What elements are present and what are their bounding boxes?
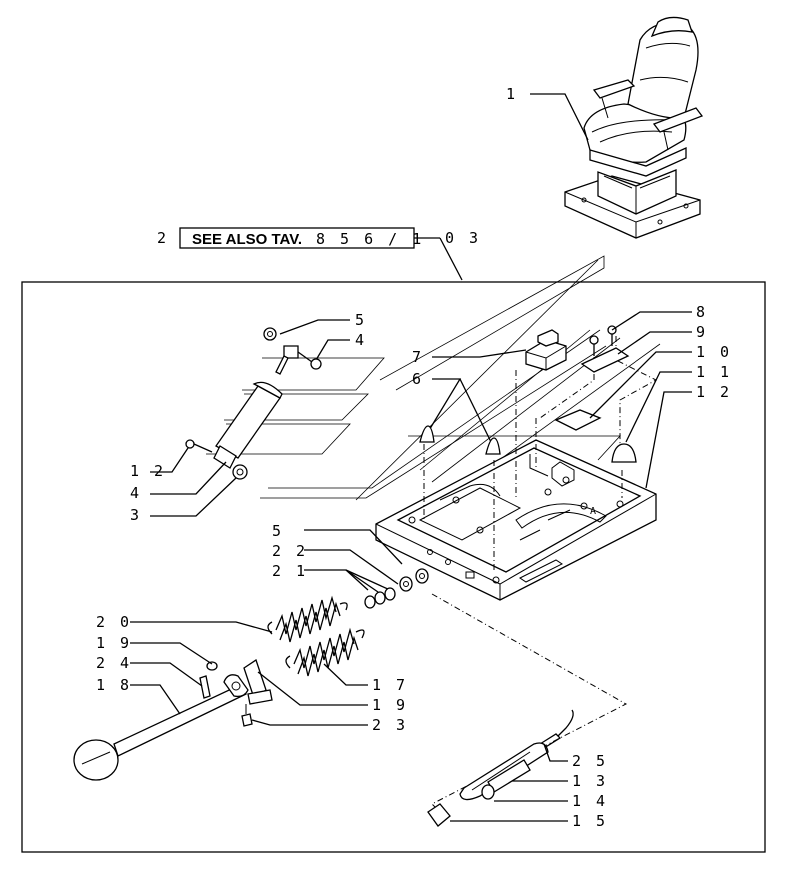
callout-15: 1 4 [572,792,608,810]
callout-10: 1 0 [696,343,732,361]
callout-19-bottom: 1 7 [372,676,408,694]
callout-4-left: 1 2 [130,462,166,480]
explode-guide-lines [206,255,661,501]
callout-6: 6 [412,370,424,388]
part-7-block [525,329,567,371]
plate-marking: A [590,506,596,517]
callout-24: 1 9 [96,634,132,652]
callout-4-top: 4 [355,331,367,349]
callout-3-left: 4 [130,484,142,502]
detail-frame [21,281,766,853]
callout-18: 2 4 [96,654,132,672]
callout-7: 7 [412,348,424,366]
callout-2: 2 [157,229,169,247]
callout-8: 8 [696,303,708,321]
gas-spring-part [185,327,322,480]
callout-9: 9 [696,323,708,341]
callout-21: 2 2 [272,542,308,560]
callout-3: 0 3 [445,229,481,247]
callout-25: 2 3 [372,716,408,734]
slider-assembly [427,709,574,827]
spring-lower [285,627,365,677]
callout-14: 1 3 [572,772,608,790]
callout-17: 1 8 [96,676,132,694]
spring-upper [267,595,348,643]
callout-13: 2 5 [572,752,608,770]
callout-19-top: 2 0 [96,613,132,631]
callout-1: 1 [506,85,518,103]
seat-assembly-drawing [564,16,704,239]
callout-5-top: 5 [355,311,367,329]
reference-digits: 8 5 6 / 1 [316,230,424,248]
reference-prefix: SEE ALSO TAV. [192,231,302,248]
callout-12-text: 1 2 [696,383,732,401]
callout-23: 1 9 [372,696,408,714]
callout-5-left: 3 [130,506,142,524]
callout-11: 1 1 [696,363,732,381]
washer-stack [364,568,429,609]
callout-16: 1 5 [572,812,608,830]
callout-20: 2 1 [272,562,308,580]
lever-assembly [73,658,273,781]
seat-slide-plate: A [375,439,657,601]
callout-22: 5 [272,522,284,540]
